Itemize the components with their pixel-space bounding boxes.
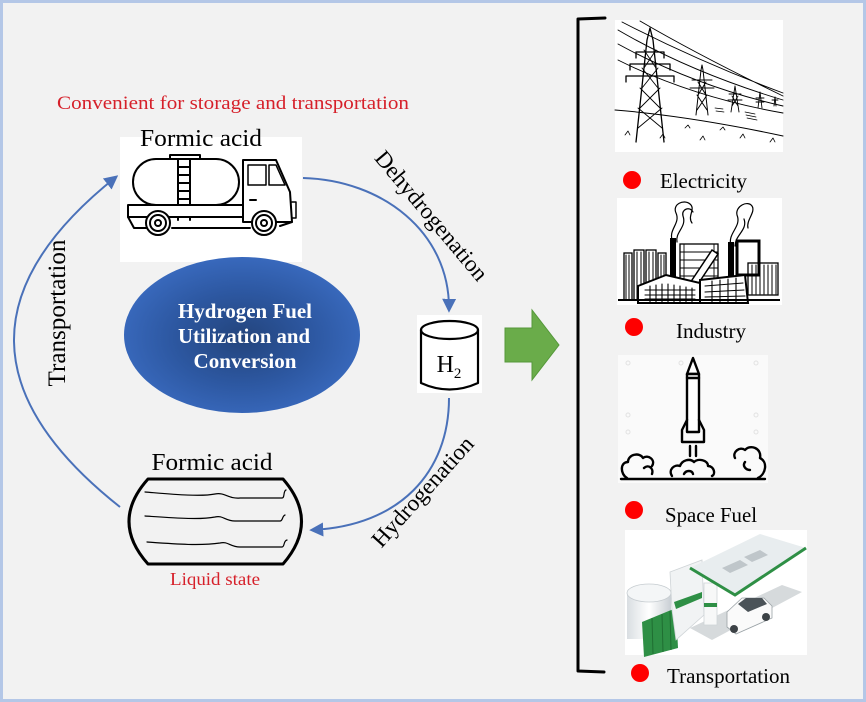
liquid-state-label: Liquid state [170,569,260,589]
bottom-node-label: Formic acid [152,450,273,476]
bullet-space-fuel [625,501,643,519]
bottom-node: Formic acid Liquid state [127,450,303,589]
label-transportation: Transportation [667,664,790,688]
applications-bracket [576,16,607,674]
center-ellipse [124,257,360,413]
tanker-truck-icon [127,154,297,236]
application-electricity: Electricity [614,20,784,193]
power-lines-icon [614,20,784,143]
dehydrogenation-arrow [302,177,457,313]
watermark-dots [625,360,759,435]
center-node: Hydrogen Fuel Utilization and Conversion [124,257,360,413]
application-industry: Industry [617,198,782,343]
label-electricity: Electricity [660,169,747,193]
h2-subscript: 2 [454,366,462,382]
hydrogenation-arrow [309,397,450,537]
center-line-1: Hydrogen Fuel [178,299,312,323]
h2-symbol: H [437,352,454,378]
center-line-3: Conversion [194,349,297,373]
hydrogenation-label: Hydrogenation [366,431,479,552]
top-node: Formic acid [120,126,302,262]
center-line-2: Utilization and [178,324,310,348]
station-canopy [690,534,806,595]
storage-note: Convenient for storage and transportatio… [57,93,410,114]
h2-node: H2 [417,315,482,393]
top-node-label: Formic acid [140,126,262,152]
liquid-tank-icon [127,477,303,566]
hydrogen-station-icon [626,534,807,657]
application-transportation: Transportation [625,530,807,688]
car-icon [726,597,773,635]
application-space-fuel: Space Fuel [618,355,768,527]
label-industry: Industry [676,319,746,343]
bullet-electricity [623,171,641,189]
rocket-launch-icon [619,356,767,481]
transportation-label: Transportation [44,239,71,386]
dehydrogenation-label: Dehydrogenation [370,146,494,287]
transportation-arrow [13,175,121,508]
right-arrow-icon [504,308,560,382]
factory-icon [618,201,780,304]
h2-label: H2 [437,352,462,382]
bullet-transportation [631,664,649,682]
gas-cylinder-icon [419,319,480,391]
label-space-fuel: Space Fuel [665,503,757,527]
bullet-industry [625,318,643,336]
